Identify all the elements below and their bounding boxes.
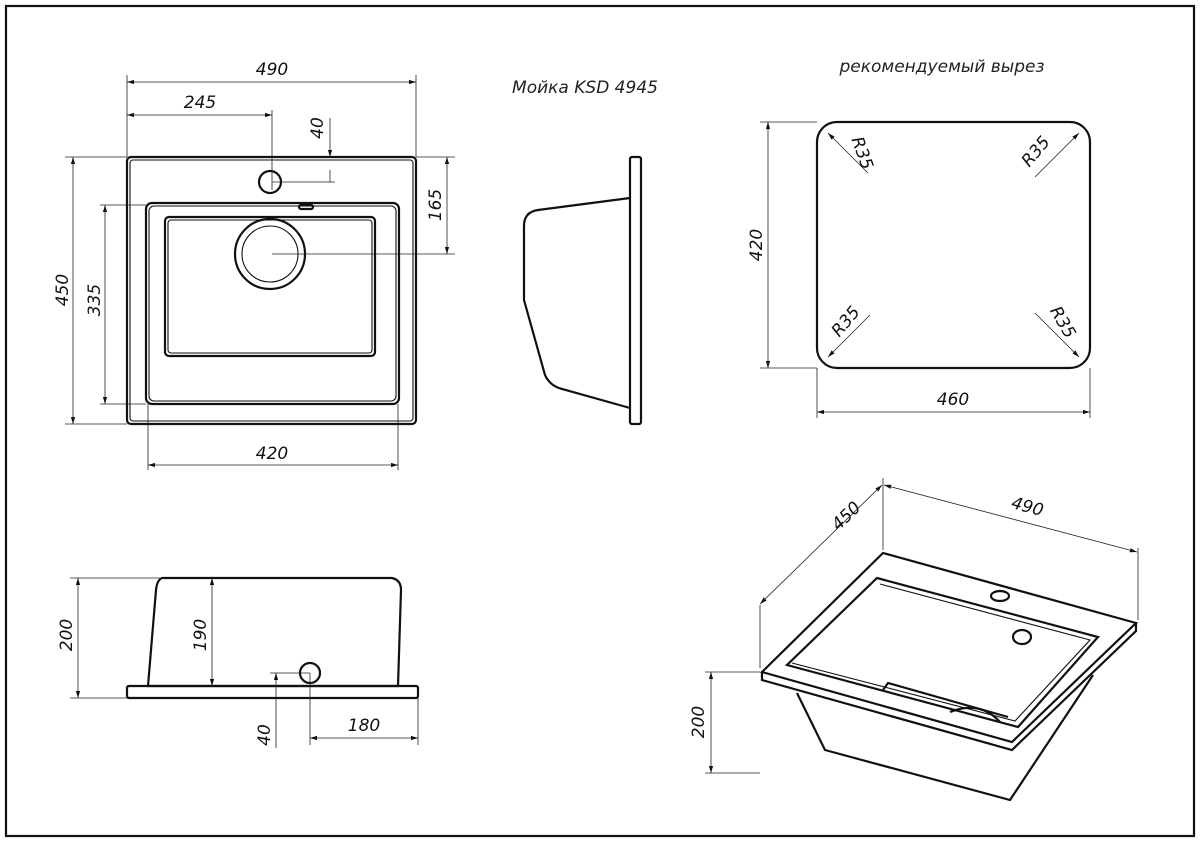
cutout-view: 420 460 R35 R35 R35 R35 — [747, 120, 1092, 418]
dim-165: 165 — [426, 189, 446, 221]
front-view: 200 190 40 180 — [57, 576, 420, 748]
top-view: 490 245 40 165 450 335 420 — [53, 60, 455, 470]
dim-cutout-420: 420 — [747, 229, 767, 261]
isometric-view: 450 490 200 — [689, 478, 1139, 802]
dim-40: 40 — [308, 117, 328, 139]
drawing-title: Мойка KSD 4945 — [512, 78, 658, 98]
radius-label: R35 — [847, 134, 877, 172]
tap-hole — [989, 589, 1011, 603]
cutout-title: рекомендуемый вырез — [838, 57, 1044, 77]
dim-iso-450: 450 — [828, 498, 865, 535]
radius-label: R35 — [1018, 133, 1055, 171]
dim-200: 200 — [57, 619, 77, 651]
side-view — [522, 155, 643, 426]
dim-335: 335 — [85, 284, 105, 316]
overflow-slot — [297, 203, 315, 211]
dim-40-front: 40 — [255, 724, 275, 746]
dim-190: 190 — [191, 619, 211, 651]
dim-iso-490: 490 — [1009, 493, 1046, 521]
dim-450: 450 — [53, 274, 73, 306]
radius-label: R35 — [1045, 303, 1079, 342]
dim-cutout-460: 460 — [937, 390, 969, 410]
drain-icon — [1011, 628, 1033, 646]
dim-245: 245 — [184, 93, 216, 113]
dim-iso-200: 200 — [689, 706, 709, 738]
dim-490: 490 — [256, 60, 288, 80]
dim-420: 420 — [256, 444, 288, 464]
radius-label: R35 — [828, 303, 865, 341]
dim-180: 180 — [348, 716, 380, 736]
drawing-frame — [4, 4, 1196, 838]
